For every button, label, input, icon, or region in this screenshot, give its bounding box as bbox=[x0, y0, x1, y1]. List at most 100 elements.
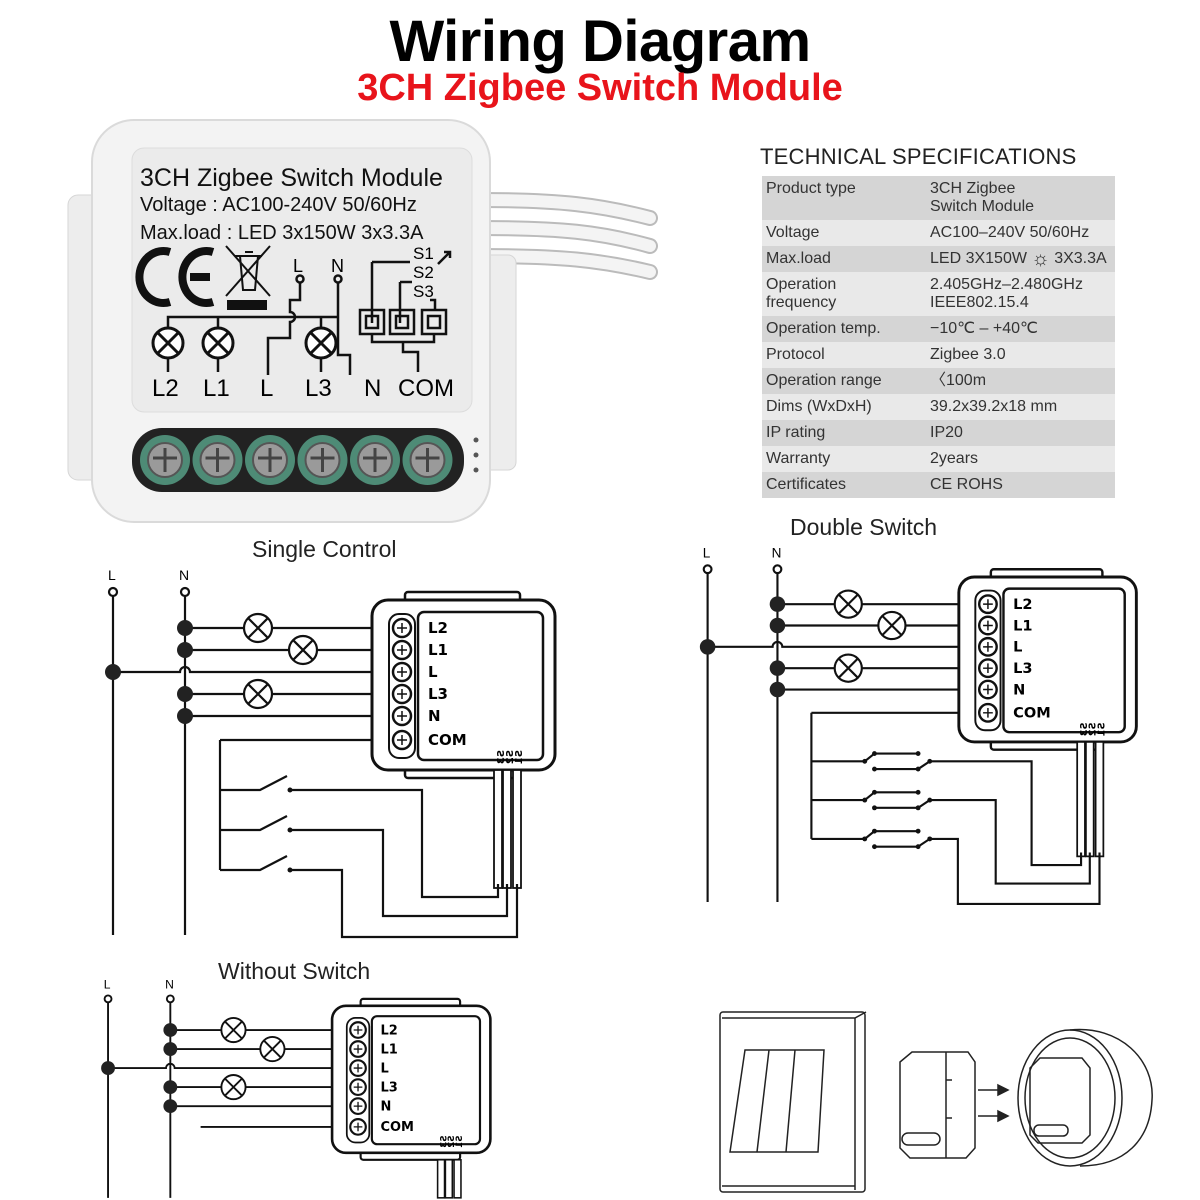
module-face bbox=[370, 1015, 482, 1146]
installation-illustration bbox=[719, 1011, 1153, 1193]
without-switch-title: Without Switch bbox=[218, 958, 371, 984]
module-voltage: Voltage : AC100-240V 50/60Hz bbox=[140, 194, 417, 216]
spec-row: Operation temp.−10℃ – +40℃ bbox=[762, 316, 1115, 342]
terminal-point bbox=[165, 994, 175, 1004]
switch-wire-label: S3 bbox=[439, 1136, 449, 1148]
switch-contact bbox=[872, 828, 877, 834]
module-schematic bbox=[166, 260, 448, 375]
spec-value: LED 3X150W ☼ 3X3.3A bbox=[926, 246, 1115, 272]
terminal-point bbox=[107, 586, 119, 598]
screw-slot bbox=[415, 448, 440, 472]
spec-value-text: CE ROHS bbox=[930, 476, 1003, 493]
spec-label-text: Warranty bbox=[766, 450, 831, 467]
junction-dot bbox=[177, 686, 193, 702]
terminal-label: L1 bbox=[428, 641, 448, 659]
arrow-head-icon bbox=[997, 1083, 1010, 1123]
screw-cross bbox=[983, 663, 993, 674]
screw-cross bbox=[983, 684, 993, 695]
ce-mark-icon bbox=[135, 247, 215, 307]
weee-bin-icon bbox=[225, 245, 271, 310]
spec-label: Protocol bbox=[762, 342, 926, 368]
junction-dot bbox=[163, 1042, 178, 1056]
screw-cross bbox=[397, 645, 407, 655]
screw-slot bbox=[205, 448, 230, 472]
switch-contact bbox=[927, 758, 933, 764]
double-switch-title: Double Switch bbox=[790, 514, 938, 540]
spec-label-text: Protocol bbox=[766, 346, 825, 363]
spec-value-text: 2.405GHz–2.480GHz bbox=[930, 276, 1083, 293]
spec-label: Operation temp. bbox=[762, 316, 926, 342]
junction-dot bbox=[101, 1061, 115, 1075]
switch-wire-label: S3 bbox=[1079, 723, 1090, 737]
switch-cable bbox=[436, 1158, 446, 1199]
switch-contact bbox=[927, 836, 933, 842]
module-title: 3CH Zigbee Switch Module bbox=[140, 164, 443, 192]
terminal-point bbox=[772, 564, 783, 575]
spec-label: IP rating bbox=[762, 420, 926, 446]
junction-dot bbox=[163, 1099, 178, 1114]
terminal-point bbox=[702, 564, 713, 575]
lamp-icon bbox=[201, 326, 235, 360]
module-face bbox=[1002, 587, 1126, 734]
lamp-icon bbox=[242, 678, 274, 710]
switch-cable bbox=[444, 1158, 454, 1199]
switch-cable bbox=[1076, 741, 1086, 858]
module-switch-label-s1: S1 bbox=[413, 244, 434, 263]
switch-contact bbox=[915, 789, 921, 795]
line-label-n: N bbox=[165, 978, 174, 992]
spec-row: Warranty 2years bbox=[762, 446, 1115, 472]
switch-icon bbox=[220, 855, 288, 872]
switch-wire bbox=[290, 828, 509, 918]
terminal-label: L1 bbox=[381, 1042, 398, 1057]
line-label-n: N bbox=[772, 546, 782, 561]
module-drawing bbox=[899, 1051, 976, 1159]
switch-contact bbox=[872, 789, 877, 795]
switch-contact bbox=[872, 805, 877, 811]
terminal-label: COM bbox=[381, 1120, 414, 1135]
switch-contact bbox=[927, 797, 933, 803]
junction-dot bbox=[769, 681, 786, 698]
switch-wire-label: S2 bbox=[505, 750, 516, 764]
spec-value-text: LED 3X150W bbox=[930, 250, 1027, 267]
wire-l bbox=[707, 640, 988, 648]
spec-row: Dims (WxDxH) 39.2x39.2x18 mm bbox=[762, 394, 1115, 420]
switch-contact bbox=[872, 751, 877, 756]
switch-contact bbox=[862, 836, 868, 842]
junction-dot bbox=[163, 1023, 178, 1037]
module-top-label-n: N bbox=[331, 256, 344, 276]
screw-cross bbox=[397, 735, 407, 745]
switch-cable bbox=[453, 1158, 462, 1199]
junction-dot bbox=[177, 620, 193, 636]
terminal-label: L bbox=[428, 663, 438, 681]
switch-contact bbox=[915, 844, 921, 850]
terminal-label: L3 bbox=[1013, 660, 1032, 677]
spec-label-text: Max.load bbox=[766, 250, 831, 267]
module-terminal-label: L bbox=[260, 375, 273, 402]
single-control-title: Single Control bbox=[252, 536, 397, 562]
spec-label-text: Dims (WxDxH) bbox=[766, 398, 872, 415]
junction-dot bbox=[769, 617, 786, 634]
switch-contact bbox=[915, 751, 921, 756]
screw-cross bbox=[983, 599, 993, 610]
terminal-label: L3 bbox=[381, 1080, 398, 1095]
spec-label: Certificates bbox=[762, 472, 926, 498]
arrow-icon bbox=[978, 1089, 1000, 1117]
spec-value: IP20 bbox=[926, 420, 1115, 446]
spec-value: CE ROHS bbox=[926, 472, 1115, 498]
module-terminal-label: L2 bbox=[152, 375, 179, 402]
switch-contact bbox=[862, 797, 868, 803]
junction-dot bbox=[699, 639, 716, 655]
terminal-label: L3 bbox=[428, 685, 448, 703]
spec-value-text: 39.2x39.2x18 mm bbox=[930, 398, 1058, 415]
junction-dot bbox=[769, 596, 786, 612]
spec-value-text: 2years bbox=[930, 450, 979, 467]
screw-cross bbox=[397, 623, 407, 633]
module-switch-label-s2: S2 bbox=[413, 263, 434, 282]
spec-value-text: −10℃ – +40℃ bbox=[930, 320, 1039, 337]
switch-cable bbox=[512, 769, 522, 889]
switch-wire-label: S1 bbox=[455, 1136, 465, 1148]
switch-cable bbox=[1094, 741, 1105, 858]
